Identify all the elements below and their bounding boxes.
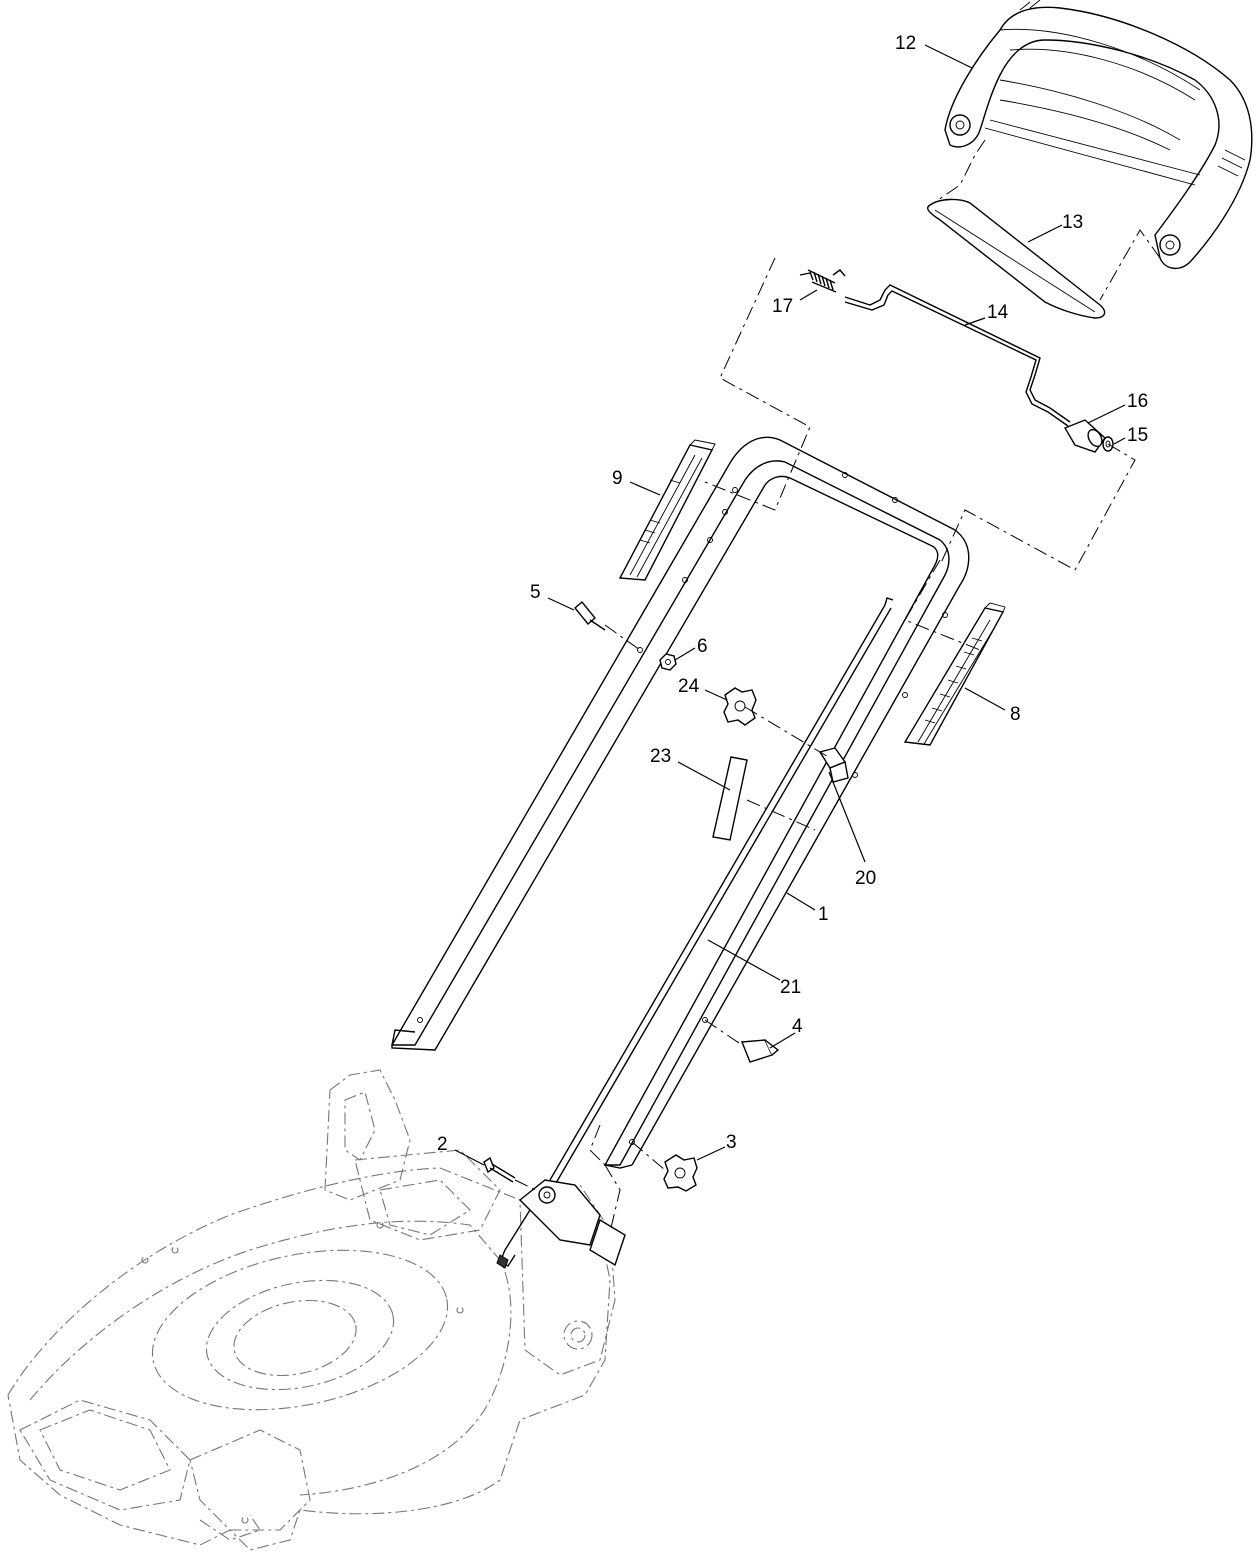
- phantom-alignment-lines: [514, 139, 1161, 1233]
- callout-23: 23: [650, 746, 671, 767]
- connector-4: [740, 1039, 780, 1063]
- callout-14: 14: [987, 302, 1009, 323]
- callout-3: 3: [726, 1132, 737, 1153]
- leader-lines: [454, 44, 1126, 1166]
- decal-23: [712, 756, 748, 841]
- pivot-bracket: [496, 1179, 626, 1269]
- callout-labels-all: 12 13 17 14 16 15 9 5 6 24 8 23 20 1 21 …: [437, 33, 1148, 1155]
- bail-cable: [549, 597, 894, 1184]
- left-cable-guide: [618, 439, 716, 581]
- callout-12: 12: [895, 33, 916, 54]
- bail-pad: [927, 198, 1106, 319]
- callout-8: 8: [1010, 704, 1021, 725]
- callout-4: 4: [792, 1016, 803, 1037]
- mower-deck-phantom: [7, 1069, 616, 1551]
- callout-24: 24: [678, 676, 700, 697]
- clip-20: [818, 747, 849, 783]
- callout-6: 6: [697, 636, 708, 657]
- callout-21: 21: [780, 977, 801, 998]
- upper-handle-grip: [944, 0, 1253, 269]
- bolt-5: [574, 601, 606, 631]
- knob-24: [723, 687, 757, 726]
- callout-16: 16: [1127, 391, 1148, 412]
- callout-13: 13: [1062, 212, 1083, 233]
- callout-1: 1: [818, 904, 829, 925]
- callout-15: 15: [1127, 425, 1148, 446]
- rod-sleeve: [1063, 419, 1106, 453]
- callout-9: 9: [612, 468, 623, 489]
- callout-20: 20: [855, 868, 876, 889]
- callout-2: 2: [437, 1134, 448, 1155]
- torsion-spring: [799, 269, 846, 293]
- bail-rod: [844, 284, 1071, 427]
- right-cable-guide: [903, 602, 1006, 746]
- handle-assembly: [391, 436, 970, 1169]
- callout-5: 5: [530, 582, 541, 603]
- callout-17: 17: [772, 296, 793, 317]
- nut-6: [659, 653, 677, 671]
- pin-2: [483, 1156, 516, 1183]
- knob-3: [663, 1154, 698, 1192]
